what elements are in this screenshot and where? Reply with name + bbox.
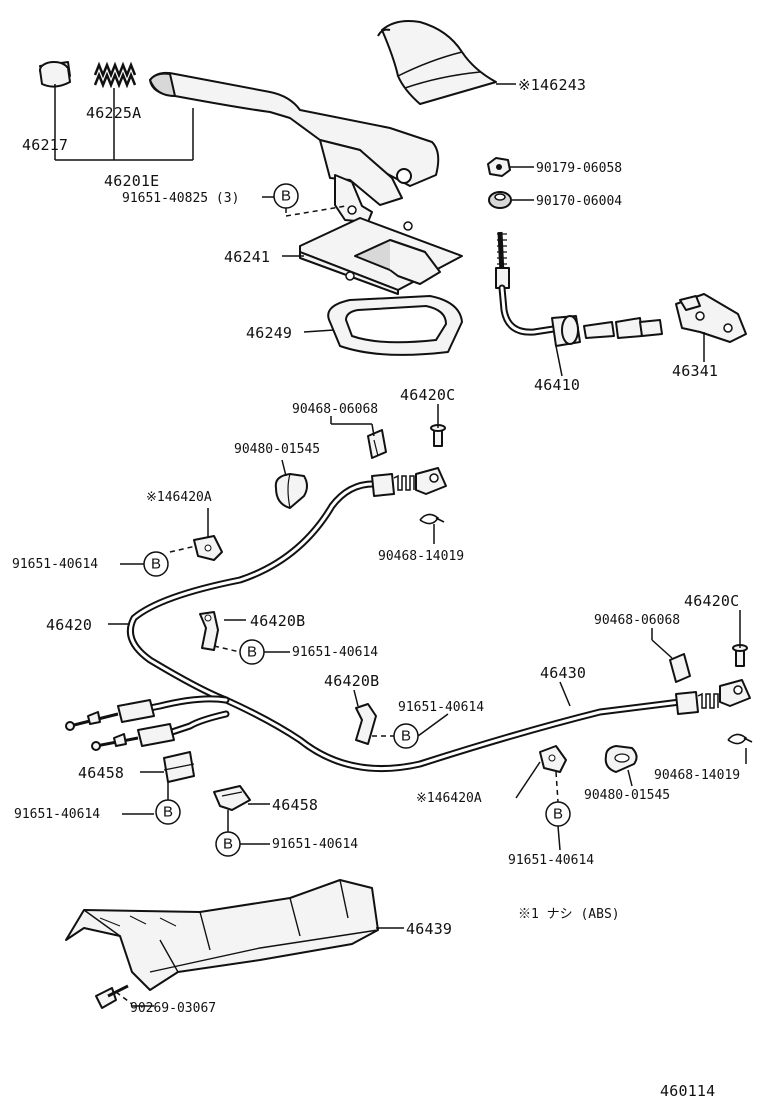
label-46458-mid: 46458 [272,796,318,814]
label-90269-03067: 90269-03067 [130,1001,216,1016]
marker-b-4: B [393,723,419,749]
label-91651-40614-lower-left: 91651-40614 [14,807,100,822]
label-146420A-top: ※146420A [146,490,212,505]
grommet-90480-01545-right [604,745,638,773]
label-46420C-top: 46420C [400,386,455,404]
label-90179-06058: 90179-06058 [536,161,622,176]
label-46410: 46410 [534,376,580,394]
clip-90468-14019-top [419,513,445,525]
seal-46249 [327,295,463,356]
label-146420A-bottom: ※146420A [416,791,482,806]
svg-text:B: B [223,836,233,853]
svg-text:B: B [401,728,411,745]
label-91651-40614-midright: 91651-40614 [398,700,484,715]
clip-46420B-a [199,611,219,651]
cable-46430 [222,679,751,772]
note-abs: ※1 ナシ (ABS) [518,907,620,922]
label-91651-40614-mid: 91651-40614 [292,645,378,660]
diagram-id: 460114 [660,1082,715,1100]
label-91651-40825: 91651-40825 (3) [122,191,239,206]
clip-46458-left [163,751,195,783]
label-46201E: 46201E [104,172,159,190]
clip-90468-14019-right [727,733,753,745]
label-46420B-b: 46420B [324,672,379,690]
label-46420B-a: 46420B [250,612,305,630]
label-146243: ※146243 [518,76,586,94]
label-46217: 46217 [22,136,68,154]
label-91651-40614-left: 91651-40614 [12,557,98,572]
label-90468-06068-right: 90468-06068 [594,613,680,628]
clip-46458-mid [213,785,251,811]
label-90468-14019-right: 90468-14019 [654,768,740,783]
leader-lines [54,83,747,1007]
label-46249: 46249 [246,324,292,342]
label-46341: 46341 [672,362,718,380]
label-46241: 46241 [224,248,270,266]
cable-46410 [495,231,663,347]
label-90480-01545-right: 90480-01545 [584,788,670,803]
boot-146243 [377,20,497,105]
spring-46225A [93,61,137,89]
clip-46420B-b [355,703,377,745]
equalizer-46341 [675,293,747,343]
svg-text:B: B [281,188,291,205]
svg-text:B: B [553,806,563,823]
label-90480-01545-top: 90480-01545 [234,442,320,457]
cable-46420 [127,467,447,704]
label-91651-40614-lower-mid: 91651-40614 [272,837,358,852]
clip-46420C-right [732,644,748,667]
nut-90170-06004 [488,191,512,209]
bushing-46217 [39,61,71,88]
marker-b-6: B [215,831,241,857]
lever-46201E [149,71,440,223]
marker-b-3: B [239,639,265,665]
marker-b-2: B [143,551,169,577]
grommet-90480-01545-top [274,473,308,509]
marker-b-7: B [545,801,571,827]
label-90170-06004: 90170-06004 [536,194,622,209]
label-46420C-right: 46420C [684,592,739,610]
label-46420: 46420 [46,616,92,634]
label-91651-40614-lower-right: 91651-40614 [508,853,594,868]
label-46439: 46439 [406,920,452,938]
marker-b-5: B [155,799,181,825]
marker-b-1: B [273,183,299,209]
label-90468-06068-top: 90468-06068 [292,402,378,417]
label-46430: 46430 [540,664,586,682]
clip-46420C-top [430,424,446,447]
svg-text:B: B [247,644,257,661]
label-90468-14019-top: 90468-14019 [378,549,464,564]
rear-cable-ends [65,695,230,751]
svg-text:B: B [163,804,173,821]
clip-90468-06068-top [367,429,387,459]
nut-90179-06058 [487,157,511,177]
clip-90468-06068-right [669,653,691,683]
bracket-46241 [299,217,463,295]
bolt-90269-03067 [95,984,129,1009]
clip-146420A-top [193,535,223,561]
clip-146420A-bottom [539,745,567,773]
heat-shield-46439 [65,879,379,991]
label-46458-left: 46458 [78,764,124,782]
svg-text:B: B [151,556,161,573]
label-46225A: 46225A [86,104,141,122]
